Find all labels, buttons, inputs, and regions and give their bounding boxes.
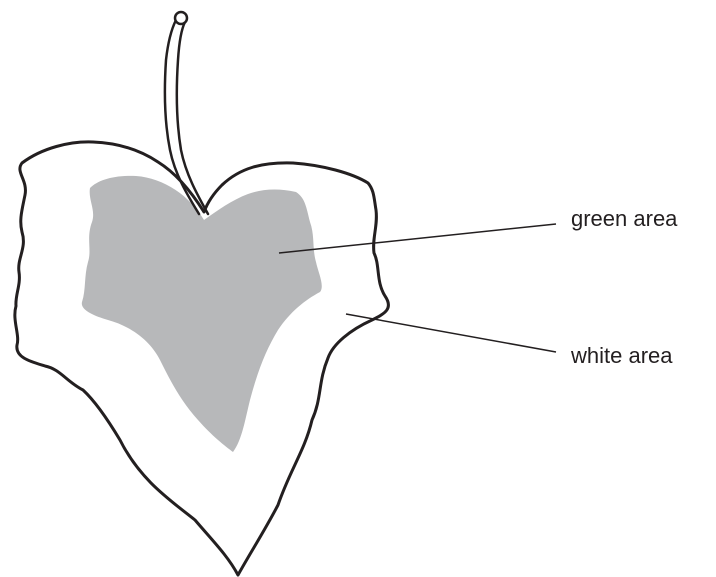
green-area-label: green area [571, 206, 678, 231]
white-area-label: white area [570, 343, 673, 368]
white-area-pointer-line [346, 314, 556, 352]
leaf-stalk-tip [175, 12, 187, 24]
